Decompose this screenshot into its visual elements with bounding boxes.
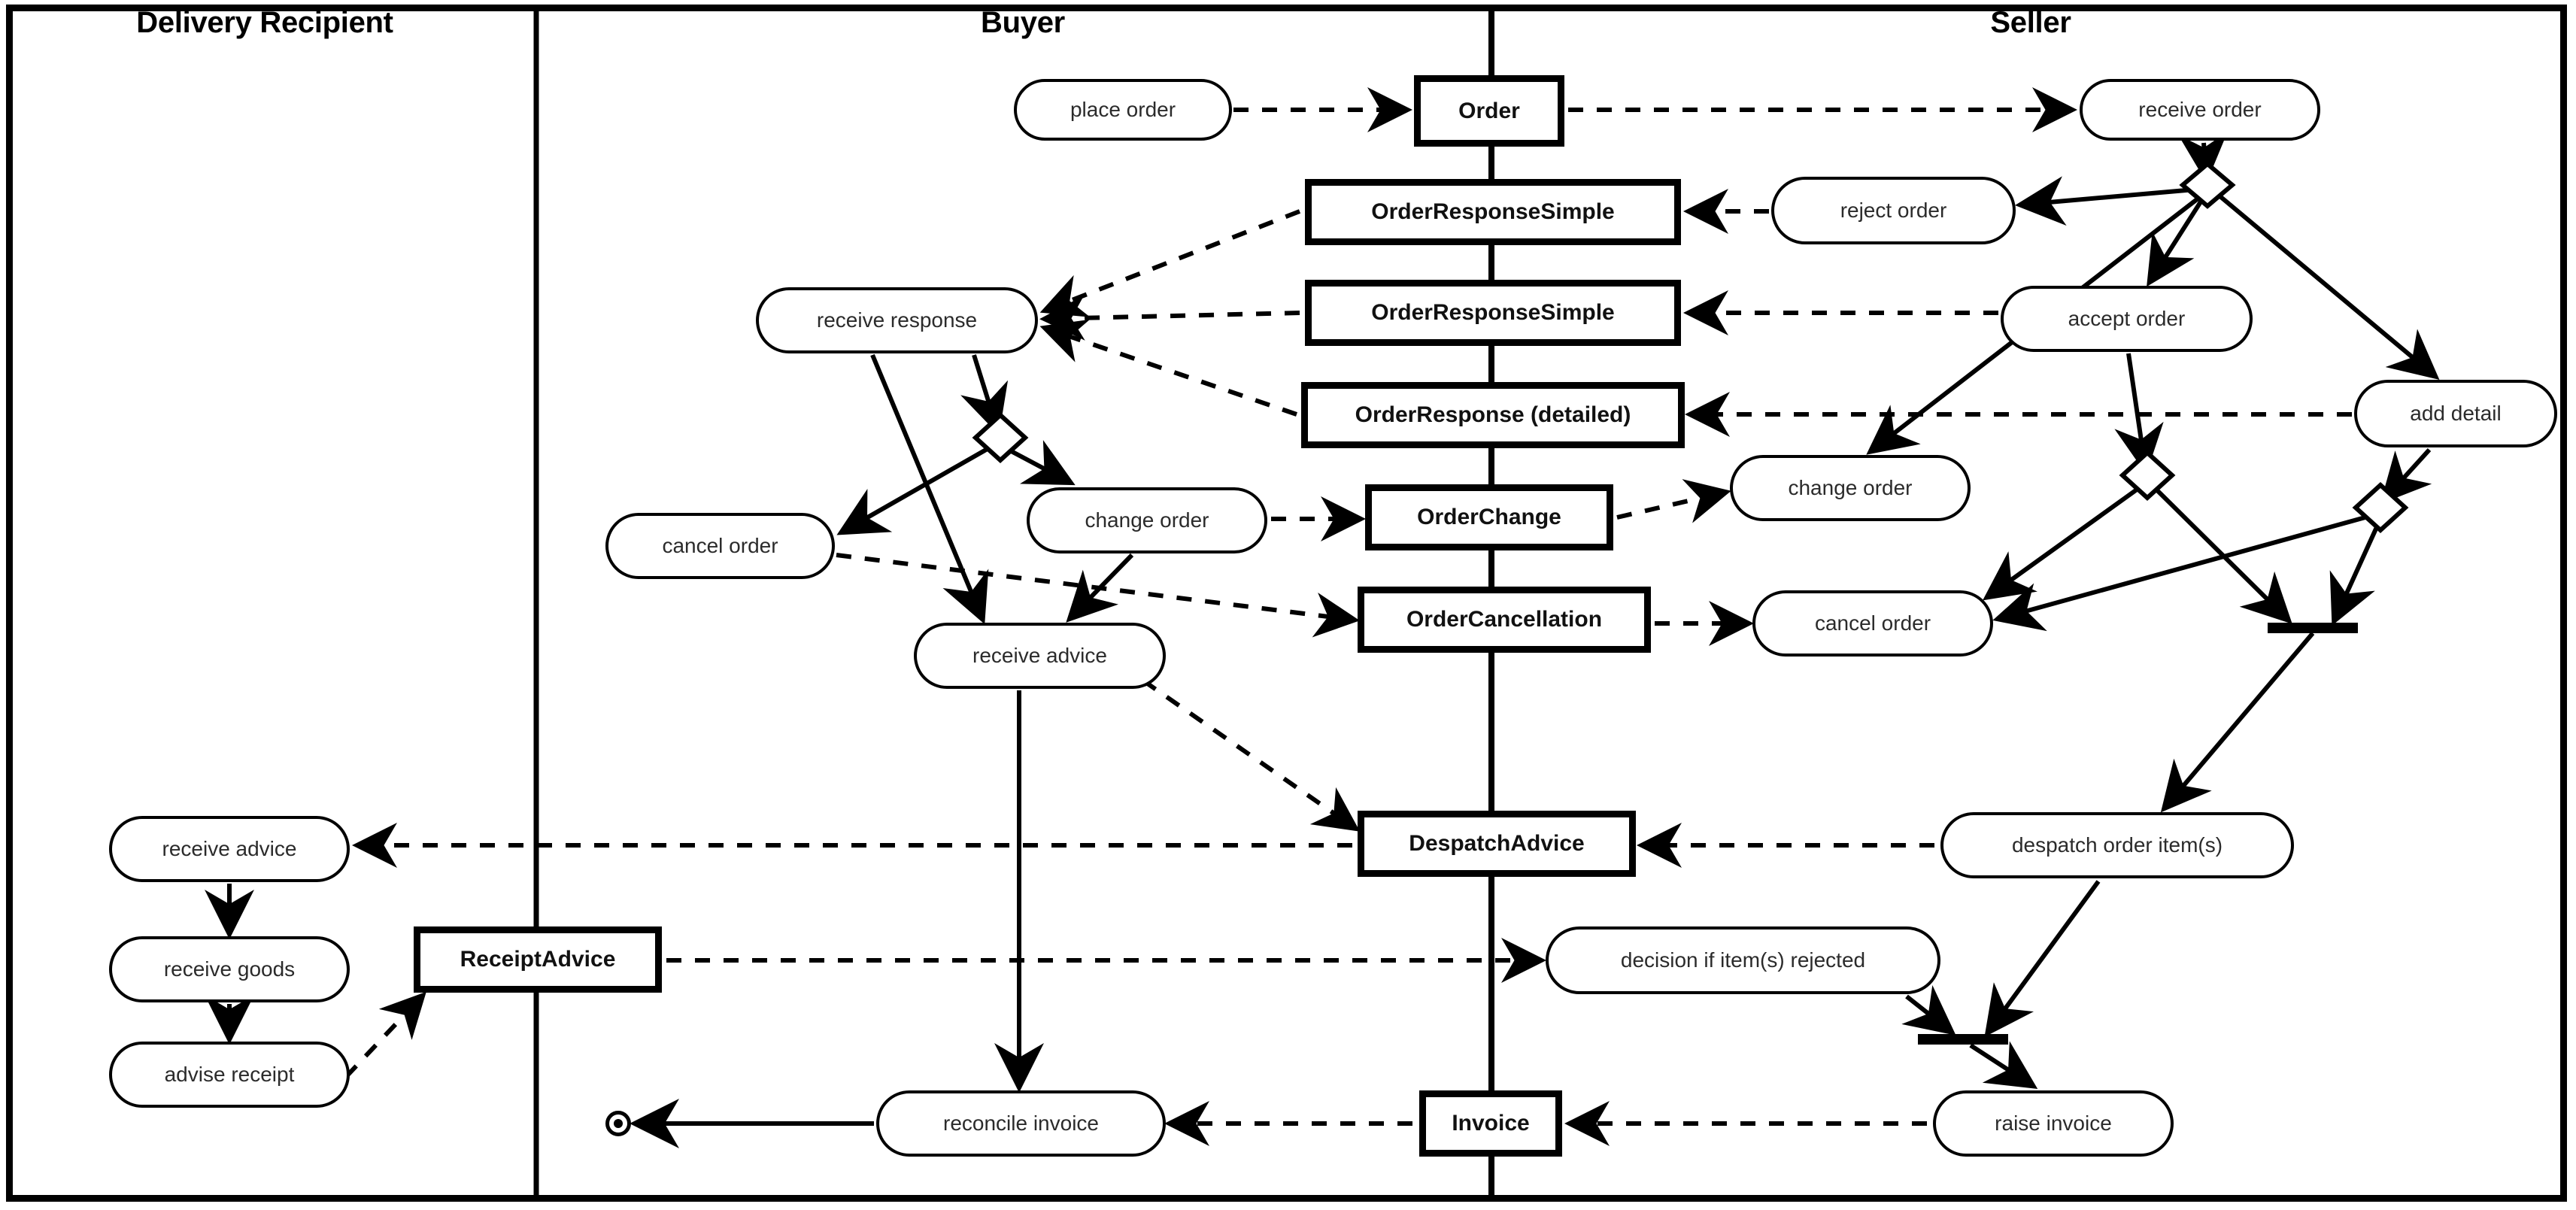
activity-despatch-order-items[interactable]: despatch order item(s) bbox=[1940, 812, 2294, 878]
activity-label: receive advice bbox=[162, 837, 297, 860]
activity-receive-response[interactable]: receive response bbox=[756, 287, 1038, 353]
document-label: OrderCancellation bbox=[1406, 607, 1603, 632]
activity-label: receive order bbox=[2138, 98, 2262, 121]
document-order-response-simple-2[interactable]: OrderResponseSimple bbox=[1305, 280, 1681, 346]
activity-advise-receipt[interactable]: advise receipt bbox=[109, 1042, 350, 1108]
activity-label: cancel order bbox=[662, 534, 778, 557]
document-label: OrderResponseSimple bbox=[1371, 300, 1615, 325]
activity-cancel-order-buyer[interactable]: cancel order bbox=[605, 513, 835, 579]
activity-label: accept order bbox=[2068, 307, 2186, 330]
document-label: OrderResponseSimple bbox=[1371, 199, 1615, 224]
activity-label: receive advice bbox=[972, 644, 1107, 667]
activity-accept-order[interactable]: accept order bbox=[2001, 286, 2253, 352]
activity-label: receive goods bbox=[163, 957, 296, 981]
lane-title-seller: Seller bbox=[1990, 6, 2071, 39]
activity-reject-order[interactable]: reject order bbox=[1771, 177, 2016, 244]
document-invoice[interactable]: Invoice bbox=[1419, 1090, 1562, 1157]
activity-change-order-buyer[interactable]: change order bbox=[1027, 487, 1267, 553]
activity-raise-invoice[interactable]: raise invoice bbox=[1933, 1090, 2174, 1157]
activity-cancel-order-seller[interactable]: cancel order bbox=[1752, 590, 1993, 657]
activity-place-order[interactable]: place order bbox=[1014, 79, 1232, 141]
document-order-response-simple-1[interactable]: OrderResponseSimple bbox=[1305, 179, 1681, 245]
document-order-cancellation[interactable]: OrderCancellation bbox=[1358, 587, 1651, 653]
activity-add-detail[interactable]: add detail bbox=[2354, 380, 2557, 447]
activity-label: change order bbox=[1788, 476, 1913, 499]
activity-label: place order bbox=[1070, 98, 1176, 121]
document-label: Invoice bbox=[1452, 1111, 1530, 1136]
document-label: ReceiptAdvice bbox=[460, 947, 616, 972]
document-order[interactable]: Order bbox=[1414, 75, 1564, 147]
activity-label: add detail bbox=[2410, 402, 2502, 425]
activity-label: cancel order bbox=[1814, 611, 1931, 635]
activity-label: reject order bbox=[1840, 199, 1947, 222]
lane-title-buyer: Buyer bbox=[981, 6, 1065, 39]
activity-reconcile-invoice[interactable]: reconcile invoice bbox=[876, 1090, 1166, 1157]
activity-label: receive response bbox=[816, 308, 978, 332]
end-node-buyer bbox=[605, 1111, 631, 1136]
document-label: OrderChange bbox=[1417, 505, 1561, 529]
activity-label: decision if item(s) rejected bbox=[1620, 948, 1866, 972]
activity-label: advise receipt bbox=[164, 1063, 295, 1086]
document-order-response-detailed[interactable]: OrderResponse (detailed) bbox=[1301, 382, 1685, 448]
document-label: OrderResponse (detailed) bbox=[1355, 402, 1631, 427]
activity-receive-order[interactable]: receive order bbox=[2080, 79, 2320, 141]
activity-label: change order bbox=[1085, 508, 1209, 532]
diagram-frame bbox=[6, 5, 2567, 1202]
document-despatch-advice[interactable]: DespatchAdvice bbox=[1358, 811, 1636, 877]
activity-receive-goods[interactable]: receive goods bbox=[109, 936, 350, 1002]
activity-label: reconcile invoice bbox=[943, 1111, 1099, 1135]
activity-receive-advice-buyer[interactable]: receive advice bbox=[914, 623, 1166, 689]
activity-label: raise invoice bbox=[1995, 1111, 2112, 1135]
document-label: DespatchAdvice bbox=[1409, 831, 1585, 856]
document-order-change[interactable]: OrderChange bbox=[1365, 484, 1613, 550]
document-label: Order bbox=[1458, 98, 1520, 123]
lane-title-delivery-recipient: Delivery Recipient bbox=[136, 6, 393, 39]
activity-receive-advice-delivery-recipient[interactable]: receive advice bbox=[109, 816, 350, 882]
activity-label: despatch order item(s) bbox=[2011, 833, 2223, 857]
activity-decision-if-items-rejected[interactable]: decision if item(s) rejected bbox=[1546, 926, 1940, 994]
activity-change-order-seller[interactable]: change order bbox=[1730, 455, 1971, 521]
document-receipt-advice[interactable]: ReceiptAdvice bbox=[414, 926, 662, 993]
